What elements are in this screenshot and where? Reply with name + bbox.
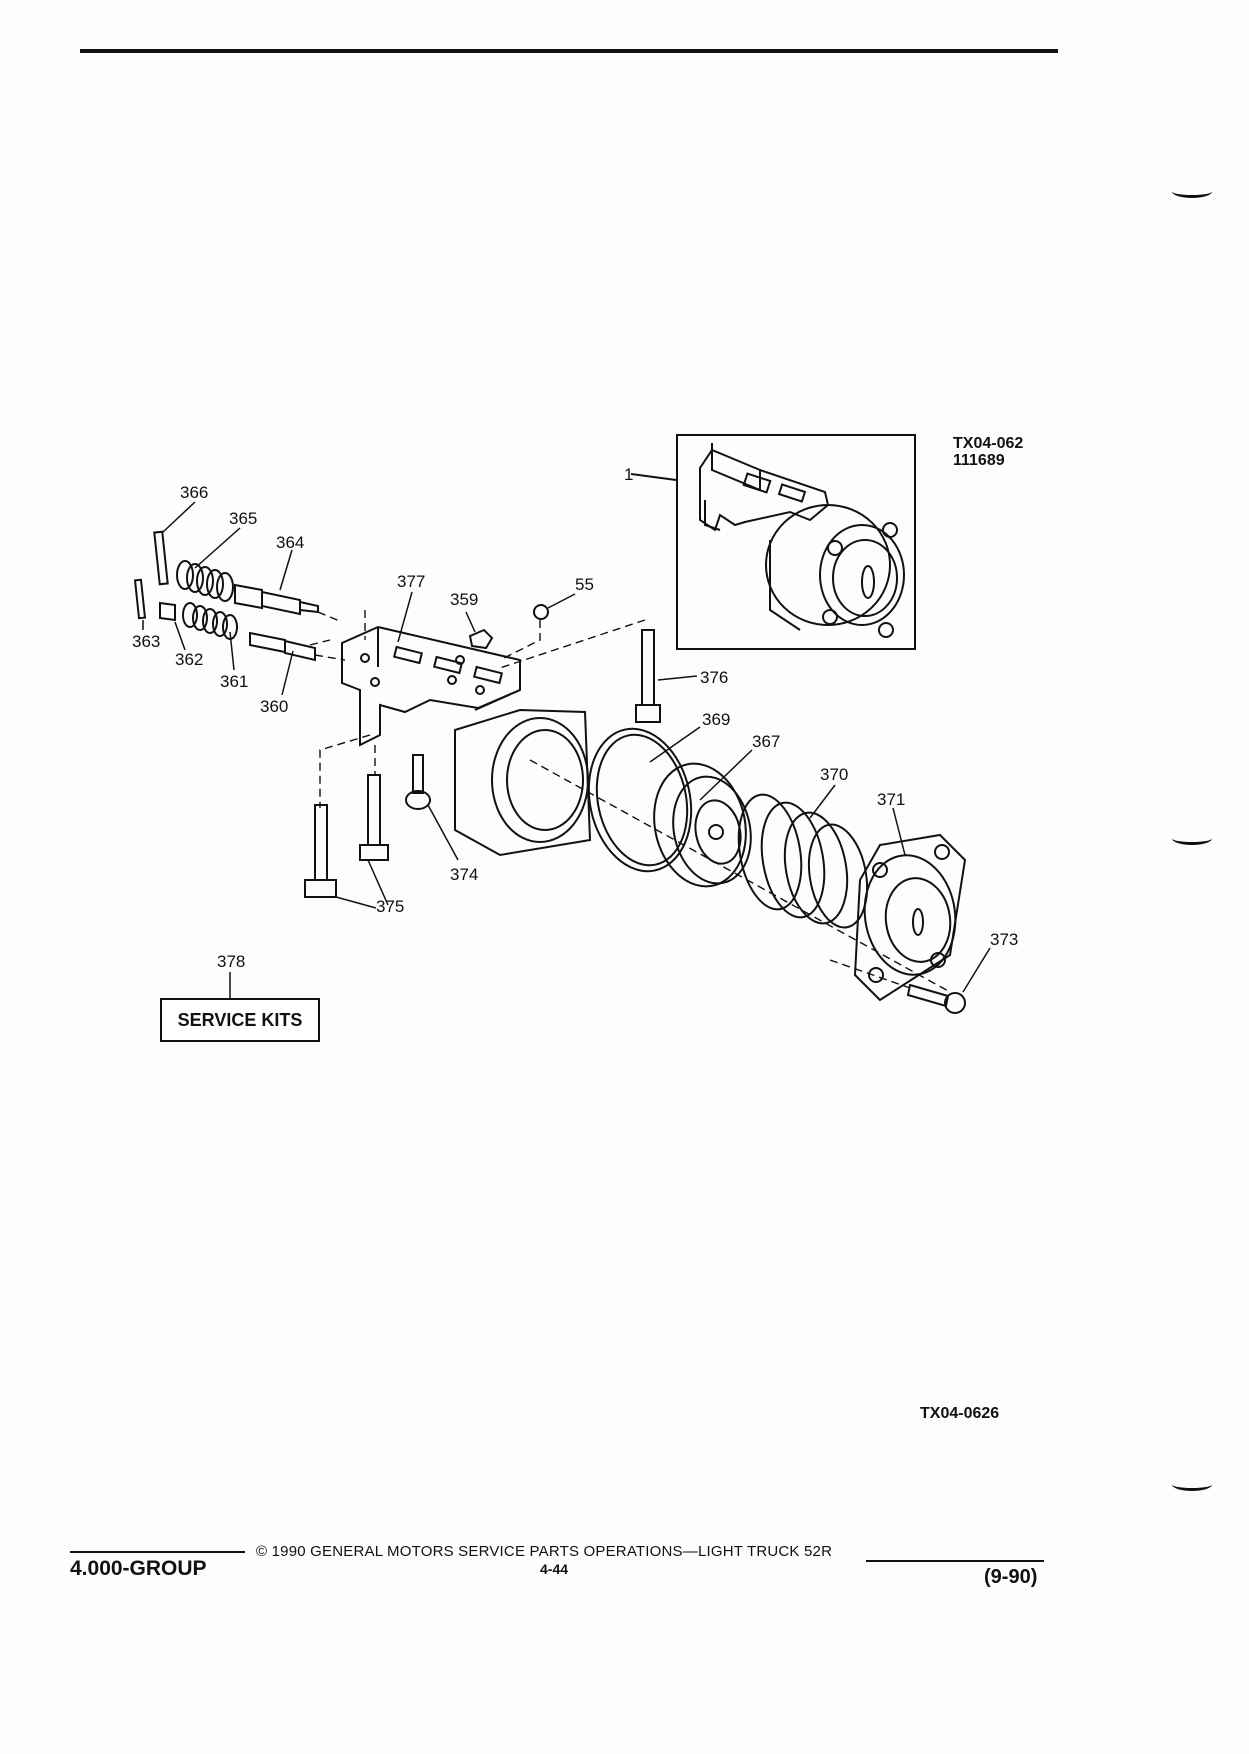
inset-code: TX04-062 [953,435,1023,452]
header-rule [80,49,1058,53]
nut-359 [468,628,494,650]
callout-1: 1 [624,465,633,484]
binder-hole-mark-top [1172,185,1212,198]
spring-370 [737,793,869,929]
check-ball-55 [533,604,549,620]
callout-374: 374 [450,865,478,884]
inset-leader [630,473,677,481]
figure-code: TX04-0626 [920,1405,999,1422]
footer-right-rule [866,1560,1044,1562]
bolt-373 [906,983,966,1014]
footer-page-number: 4-44 [540,1561,569,1577]
valve-train-lower [133,578,316,662]
service-kits-box: SERVICE KITS [160,998,320,1042]
callout-364: 364 [276,533,304,552]
callout-371: 371 [877,790,905,809]
valve-train-upper [153,530,319,616]
binder-hole-mark-bottom [1172,1478,1212,1491]
inset-frame [676,434,916,650]
callout-367: 367 [752,732,780,751]
callout-leaders [142,501,991,998]
callout-362: 362 [175,650,203,669]
callout-359: 359 [450,590,478,609]
callout-373: 373 [990,930,1018,949]
callout-55: 55 [575,575,594,594]
footer-date: (9-90) [984,1566,1038,1588]
cover-371 [853,833,967,1002]
bolt-376 [635,629,661,723]
screw-374 [405,754,431,810]
callout-369: 369 [702,710,730,729]
callout-375: 375 [376,897,404,916]
callout-363: 363 [132,632,160,651]
callout-360: 360 [260,697,288,716]
footer-group-label: 4.000-GROUP [70,1557,207,1580]
callout-361: 361 [220,672,248,691]
piston-367 [653,762,752,888]
footer-copyright: © 1990 GENERAL MOTORS SERVICE PARTS OPER… [256,1543,833,1560]
footer-left-rule [70,1551,245,1553]
valve-body-drawing [341,625,521,747]
callout-365: 365 [229,509,257,528]
inset-assembled-unit-drawing [699,443,905,638]
callout-366: 366 [180,483,208,502]
callout-370: 370 [820,765,848,784]
alignment-dashes [309,610,951,993]
inset-number: 111689 [953,452,1005,469]
callout-376: 376 [700,668,728,687]
o-ring-369 [587,727,693,873]
accumulator-housing-drawing [454,689,592,857]
callout-378: 378 [217,952,245,971]
binder-hole-mark-middle [1172,832,1212,845]
callout-377: 377 [397,572,425,591]
